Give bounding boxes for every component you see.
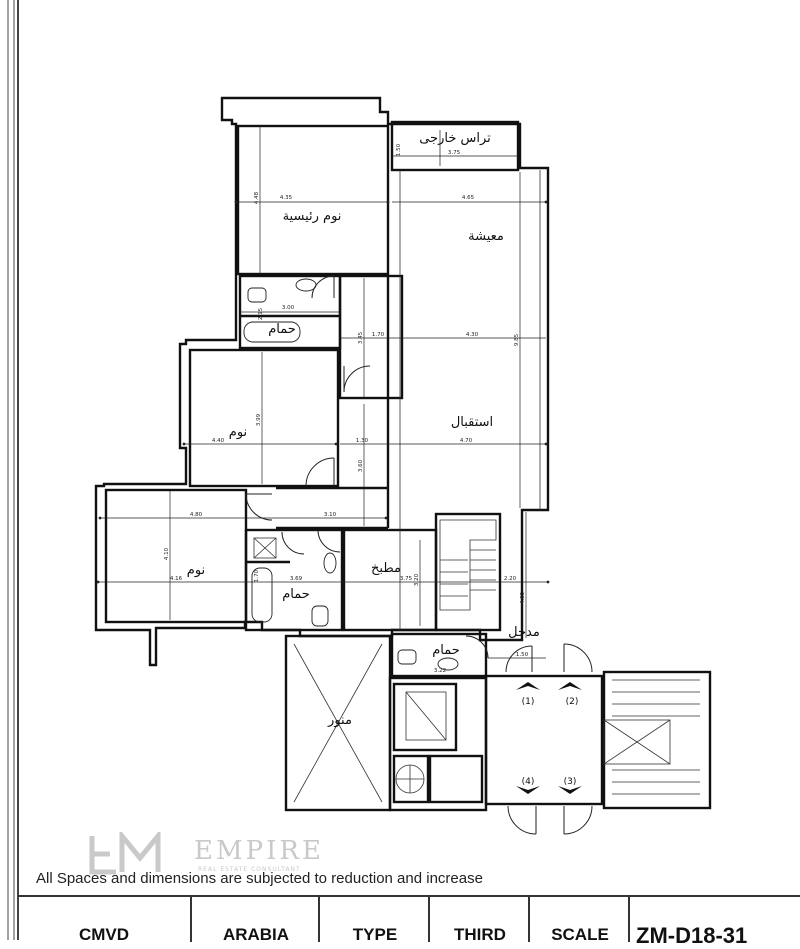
title-cell-code: ZM-D18-31 — [628, 897, 800, 948]
company-logo: EMPIRE REAL ESTATE CONSULTANT — [86, 832, 366, 878]
dim-bed1-width: 4.40 — [212, 438, 225, 444]
title-cell-language-text: ARABIA — [222, 925, 290, 944]
dim-bed1-height: 3.99 — [256, 413, 262, 426]
dim-terrace-height: 1.50 — [396, 143, 402, 156]
bedroom1-walls — [188, 348, 340, 488]
logo-brand-text: EMPIRE — [194, 836, 324, 866]
room-label-terrace: تراس خارجى — [419, 131, 491, 146]
title-cell-language: ARABIA — [190, 897, 320, 944]
bedroom2-walls — [104, 488, 248, 624]
room-label-bath-1: حمام — [268, 322, 296, 337]
dim-bath2-width: 3.69 — [290, 576, 303, 582]
dim-hall-width: 3.10 — [324, 512, 337, 518]
dim-master-height: 4.48 — [254, 191, 260, 204]
dim-corridor2-width: 1.30 — [356, 438, 369, 444]
room-label-bath-2: حمام — [282, 587, 310, 602]
outer-wall — [94, 96, 550, 667]
dim-stair-width: 2.20 — [504, 576, 517, 582]
dim-reception-upper-width: 4.30 — [466, 332, 479, 338]
terrace-walls — [390, 120, 520, 172]
door-number-4: (4) — [522, 777, 535, 787]
dim-master-width: 4.35 — [280, 195, 293, 201]
dim-reception-width: 4.70 — [460, 438, 473, 444]
dim-kitchen-width: 3.75 — [400, 576, 413, 582]
stair-walls — [434, 512, 502, 632]
room-label-entrance: مدخل — [508, 625, 540, 640]
dim-bath1-height: 2.15 — [258, 307, 264, 320]
room-label-living: معيشة — [468, 229, 504, 244]
title-cell-floor: THIRD — [428, 897, 530, 944]
dim-bed2-height: 4.10 — [164, 547, 170, 560]
dim-bed2-width-2: 4.16 — [170, 576, 183, 582]
logo-tagline: REAL ESTATE CONSULTANT — [198, 866, 301, 873]
room-label-master-bedroom: نوم رئيسية — [283, 209, 342, 224]
room-label-bath-3: حمام — [432, 643, 460, 658]
disclaimer-text: All Spaces and dimensions are subjected … — [36, 870, 483, 887]
dim-living-total: 9.85 — [514, 333, 520, 346]
master-bedroom-walls — [236, 124, 390, 276]
title-cell-scale-text: SCALE — [551, 925, 609, 944]
title-cell-scale: SCALE — [528, 897, 630, 944]
dim-entry-height: 4.85 — [520, 591, 526, 604]
dim-kitchen-height: 3.20 — [414, 573, 420, 586]
door-number-3: (3) — [564, 777, 577, 787]
title-cell-code-text: ZM-D18-31 — [636, 923, 748, 948]
logo-mark-icon — [89, 832, 161, 875]
room-label-bedroom-2: نوم — [187, 563, 205, 578]
kitchen-walls — [342, 528, 438, 632]
room-label-kitchen: مطبخ — [371, 561, 401, 576]
room-label-reception: استقبال — [451, 415, 493, 430]
dim-corridor-height: 3.45 — [358, 331, 364, 344]
title-block: CMVD ARABIA TYPE THIRD SCALE ZM-D18-31 — [18, 895, 800, 948]
bath2-walls — [244, 528, 344, 632]
dim-bed2-width: 4.80 — [190, 512, 203, 518]
title-cell-type-text: TYPE — [352, 925, 398, 944]
dim-corridor-width: 1.70 — [372, 332, 385, 338]
dim-living-width: 4.65 — [462, 195, 475, 201]
dim-terrace-width: 3.75 — [448, 150, 461, 156]
room-label-light-well: منور — [327, 713, 352, 728]
dim-entry-width: 1.50 — [516, 652, 529, 658]
lobby-walls — [484, 674, 604, 806]
title-cell-project: CMVD — [18, 897, 190, 944]
bath3-walls — [390, 632, 488, 678]
title-cell-floor-text: THIRD — [454, 925, 506, 944]
service-core-walls — [388, 676, 488, 812]
dim-corridor2-height: 3.60 — [358, 459, 364, 472]
room-label-bedroom-1: نوم — [229, 425, 247, 440]
stair-core-walls — [602, 670, 712, 810]
title-cell-type: TYPE — [318, 897, 430, 944]
dim-bath3-width: 3.22 — [434, 668, 446, 674]
dim-bath1-width: 3.00 — [282, 305, 295, 311]
dim-bath2-height: 1.70 — [254, 569, 260, 582]
door-number-2: (2) — [566, 697, 579, 707]
title-cell-project-text: CMVD — [78, 925, 130, 944]
door-number-1: (1) — [522, 697, 535, 707]
